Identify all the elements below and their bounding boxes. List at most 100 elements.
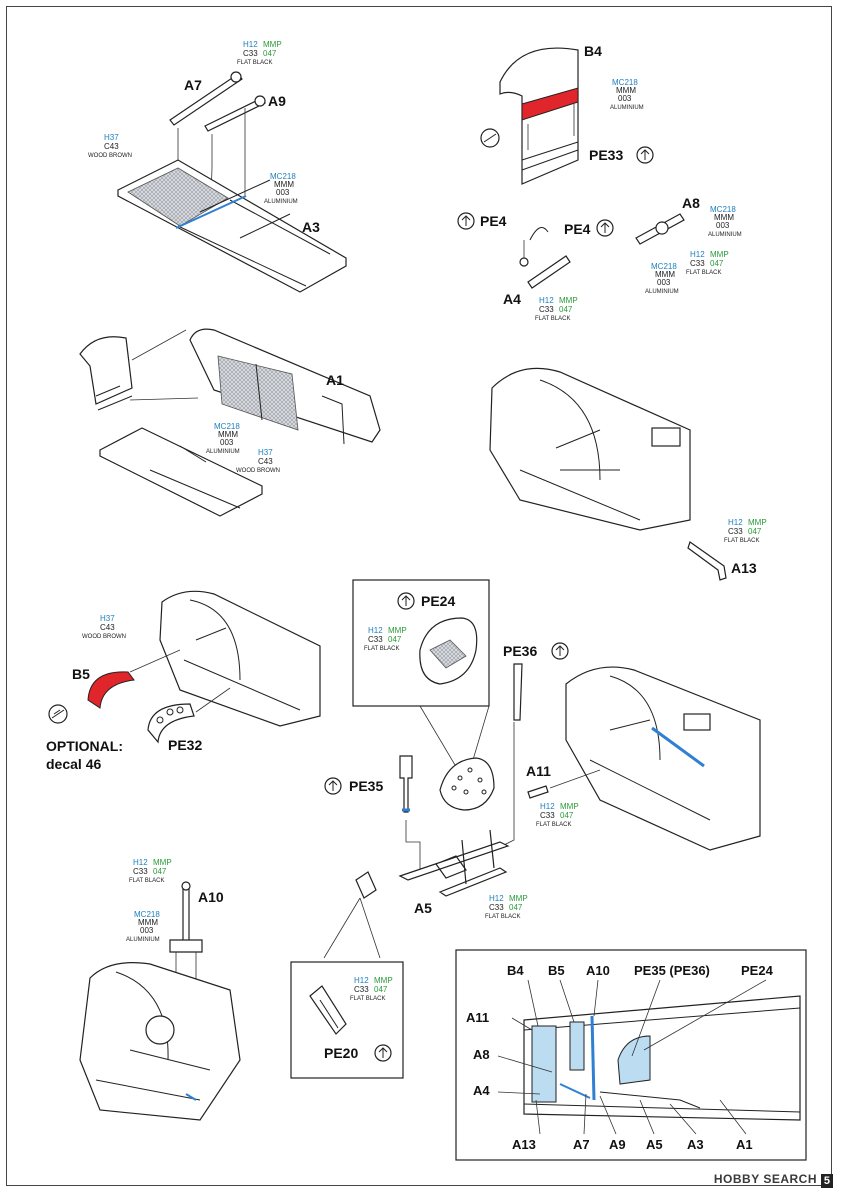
paint-code-name: WOOD BROWN	[82, 634, 126, 640]
paint-code-mmm: MMM	[655, 270, 675, 279]
part-a3-lower	[99, 427, 263, 517]
paint-code-c: C33	[540, 811, 555, 820]
label-a13: A13	[731, 560, 757, 576]
paint-code-c: C33	[539, 305, 554, 314]
overview-label-pe35-pe36: PE35 (PE36)	[634, 963, 710, 978]
overview-label-a3: A3	[687, 1137, 704, 1152]
paint-code-mmm: MMM	[218, 430, 238, 439]
paint-code-mmp: MMP	[560, 802, 579, 811]
overview-label-b5: B5	[548, 963, 565, 978]
b4-red-strip	[521, 87, 579, 121]
step-cutaway-overview: B4 B5 A10 PE35 (PE36) PE24 A11 A8 A4 A13…	[455, 949, 807, 1161]
overview-label-b4: B4	[507, 963, 524, 978]
overview-label-a11: A11	[466, 1010, 489, 1025]
label-a1: A1	[326, 372, 344, 388]
part-b4	[499, 47, 579, 185]
overview-b4	[531, 1025, 557, 1103]
paint-code-mmm: MMM	[274, 180, 294, 189]
paint-code-name: ALUMINIUM	[645, 289, 679, 295]
overview-label-a13: A13	[512, 1137, 536, 1152]
overview-label-a4: A4	[473, 1083, 490, 1098]
paint-code-num: 047	[559, 305, 573, 314]
paint-code-h: H12	[489, 894, 504, 903]
label-a4: A4	[503, 291, 521, 307]
paint-callout-aluminium-a1: MC218 MMM 003 ALUMINIUM	[206, 422, 240, 455]
paint-code-h: H12	[133, 858, 148, 867]
part-pe36	[513, 663, 523, 721]
paint-code-mmp: MMP	[263, 40, 282, 49]
paint-code-name: FLAT BLACK	[485, 914, 520, 920]
cockpit-assembly-right	[489, 367, 691, 531]
part-a4	[527, 255, 571, 289]
paint-code-h: H37	[104, 133, 119, 142]
paint-code-mc: MC218	[214, 422, 240, 431]
paint-callout-flat-black-a13: H12 MMP C33 047 FLAT BLACK	[724, 518, 767, 544]
label-a7: A7	[184, 77, 202, 93]
paint-code-num: 047	[388, 635, 402, 644]
step-seat-back: B4 MC218 MMM 003 ALUMINIUM PE33 A8 MC218…	[457, 43, 742, 322]
step-seat-pe24: PE24 H12 MMP C33 047 FLAT BLACK PE36 PE3…	[290, 579, 569, 1079]
paint-code-h: H37	[258, 448, 273, 457]
label-pe32: PE32	[168, 737, 202, 753]
label-pe35: PE35	[349, 778, 383, 794]
label-pe33: PE33	[589, 147, 623, 163]
paint-code-h: H12	[368, 626, 383, 635]
label-b5: B5	[72, 666, 90, 682]
paint-code-num: 047	[560, 811, 574, 820]
step-seat-frame: H12 MMP C33 047 FLAT BLACK A7 A9 H37 C43…	[88, 40, 347, 293]
paint-callout-flat-black-a8: H12 MMP C33 047 FLAT BLACK	[686, 250, 729, 276]
step-control-column-a10: H12 MMP C33 047 FLAT BLACK MC218 MMM 003…	[79, 858, 241, 1121]
label-a3: A3	[302, 219, 320, 235]
paint-code-name: ALUMINIUM	[264, 199, 298, 205]
paint-code-name: FLAT BLACK	[535, 316, 570, 322]
paint-code-mc: MC218	[651, 262, 677, 271]
paint-code-mmp: MMP	[388, 626, 407, 635]
paint-callout-flat-black-a4: H12 MMP C33 047 FLAT BLACK	[535, 296, 578, 322]
paint-code-num: 003	[220, 438, 234, 447]
label-pe4-right: PE4	[564, 221, 591, 237]
paint-code-h: H12	[728, 518, 743, 527]
paint-callout-flat-black-a7: H12 MMP C33 047 FLAT BLACK	[237, 40, 282, 66]
paint-code-c: C33	[354, 985, 369, 994]
paint-code-h: H12	[354, 976, 369, 985]
overview-label-a8: A8	[473, 1047, 490, 1062]
paint-code-num: 047	[748, 527, 762, 536]
paint-code-h: H12	[539, 296, 554, 305]
paint-code-c: C33	[489, 903, 504, 912]
paint-callout-aluminium-a8-right: MC218 MMM 003 ALUMINIUM	[708, 205, 742, 238]
label-a11: A11	[526, 763, 551, 779]
optional-line1: OPTIONAL:	[46, 738, 123, 754]
paint-callout-flat-black-pe24: H12 MMP C33 047 FLAT BLACK	[364, 626, 407, 652]
paint-code-h: H12	[690, 250, 705, 259]
overview-label-a1: A1	[736, 1137, 753, 1152]
page-border	[6, 6, 832, 1186]
paint-code-num: 003	[618, 94, 632, 103]
label-pe36: PE36	[503, 643, 537, 659]
paint-code-num: 047	[509, 903, 523, 912]
paint-code-c: C33	[728, 527, 743, 536]
paint-callout-wood-brown-a1: H37 C43 WOOD BROWN	[236, 448, 280, 474]
paint-code-mmp: MMP	[710, 250, 729, 259]
paint-callout-flat-black-a11: H12 MMP C33 047 FLAT BLACK	[536, 802, 579, 828]
pe24-seat	[439, 757, 495, 811]
label-pe20: PE20	[324, 1045, 358, 1061]
paint-callout-flat-black-a10: H12 MMP C33 047 FLAT BLACK	[129, 858, 172, 884]
overview-pe24	[617, 1035, 651, 1085]
paint-callout-aluminium-a3: MC218 MMM 003 ALUMINIUM	[264, 172, 298, 205]
paint-callout-wood-brown-b5: H37 C43 WOOD BROWN	[82, 614, 126, 640]
step-cockpit-a13: A13 H12 MMP C33 047 FLAT BLACK	[489, 367, 767, 581]
part-a11	[527, 785, 549, 799]
part-a5	[398, 841, 510, 897]
part-pe35	[399, 755, 413, 813]
paint-code-mmm: MMM	[616, 86, 636, 95]
paint-callout-flat-black-pe20: H12 MMP C33 047 FLAT BLACK	[350, 976, 393, 1002]
paint-callout-flat-black-a5: H12 MMP C33 047 FLAT BLACK	[485, 894, 528, 920]
paint-code-c: C43	[104, 142, 119, 151]
label-a10: A10	[198, 889, 224, 905]
paint-code-c: C43	[100, 623, 115, 632]
paint-code-mc: MC218	[612, 78, 638, 87]
overview-label-pe24: PE24	[741, 963, 774, 978]
hobby-search-watermark: HOBBY SEARCH	[713, 1172, 817, 1186]
label-b4: B4	[584, 43, 602, 59]
